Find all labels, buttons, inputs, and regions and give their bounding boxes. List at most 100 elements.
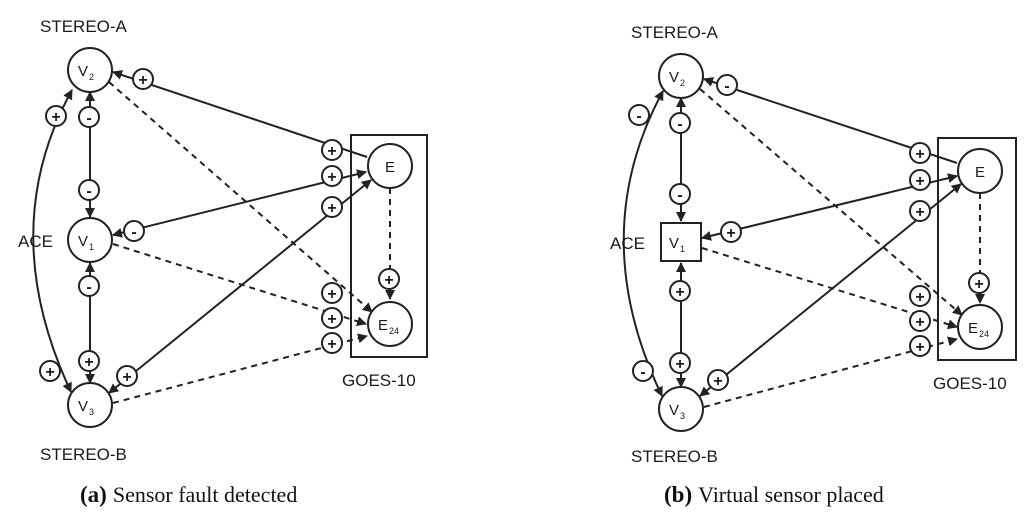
e24-sub: 24 — [389, 326, 399, 336]
sign-glyph: - — [636, 108, 641, 125]
label-stereo-b: STEREO-B — [40, 445, 127, 464]
sign-glyph: - — [677, 116, 682, 133]
sign-glyph: + — [84, 354, 93, 371]
panel-b: V 2 V 1 V 3 E E 24 STEREO-A ACE STEREO-B… — [610, 23, 1017, 507]
sign-glyph: - — [131, 224, 136, 241]
sign-badge: + — [321, 196, 343, 218]
sign-badge: - — [78, 106, 100, 128]
sign-glyph: + — [327, 336, 336, 353]
sign-badge: - — [716, 74, 738, 96]
e24-node-shape — [957, 304, 1003, 350]
caption-b: (b)Virtual sensor placed — [664, 482, 884, 507]
node-e24: E 24 — [367, 301, 413, 347]
v1-node-shape — [660, 222, 702, 262]
e-node-shape — [957, 148, 1003, 194]
panel-a: V 2 V 1 V 3 E E 24 STEREO-A ACE STEREO-B… — [18, 17, 428, 507]
label-goes-10: GOES-10 — [342, 371, 416, 390]
label-stereo-a: STEREO-A — [631, 23, 719, 42]
sign-badge: + — [909, 200, 931, 222]
sign-glyph: - — [640, 364, 645, 381]
sign-glyph: + — [327, 286, 336, 303]
sign-badge: + — [968, 272, 990, 294]
goes-10-box — [350, 134, 428, 358]
sign-badge: - — [628, 104, 650, 126]
sign-badge: + — [909, 310, 931, 332]
sign-badge: + — [321, 332, 343, 354]
sign-badge: + — [909, 142, 931, 164]
v3-main: V — [78, 398, 88, 415]
sign-glyph: - — [86, 183, 91, 200]
sign-glyph: + — [327, 200, 336, 217]
v2-main: V — [78, 63, 88, 80]
sign-glyph: - — [724, 78, 729, 95]
sign-glyph: - — [86, 110, 91, 127]
sign-badge: - — [669, 112, 691, 134]
v3-main: V — [669, 402, 679, 419]
sign-badge: + — [909, 285, 931, 307]
sign-glyph: + — [915, 314, 924, 331]
e24-main: E — [968, 320, 978, 337]
v2-main: V — [669, 69, 679, 86]
v2-node-shape — [67, 47, 113, 93]
v1-main: V — [78, 233, 88, 250]
sign-badge: + — [116, 365, 138, 387]
v3-node-shape — [658, 386, 704, 432]
sign-glyph: + — [51, 109, 60, 126]
label-ace: ACE — [18, 232, 53, 251]
node-v2: V 2 — [658, 53, 704, 99]
e-main: E — [385, 159, 395, 176]
e24-main: E — [378, 317, 388, 334]
sign-glyph: + — [915, 173, 924, 190]
sign-glyph: + — [675, 284, 684, 301]
sign-glyph: - — [86, 279, 91, 296]
edge-v2-v3-arc — [622, 90, 664, 397]
edge-v2-e24 — [108, 81, 373, 313]
sign-badge: - — [669, 183, 691, 205]
sign-glyph: + — [915, 339, 924, 356]
v1-main: V — [669, 235, 679, 252]
sign-glyph: + — [675, 356, 684, 373]
v3-sub: 3 — [89, 407, 94, 417]
sign-glyph: + — [974, 276, 983, 293]
node-v2: V 2 — [67, 47, 113, 93]
sign-badge: + — [378, 268, 400, 290]
sign-badge: - — [78, 275, 100, 297]
v2-sub: 2 — [680, 78, 685, 88]
node-v1: V 1 — [660, 222, 702, 262]
node-e: E — [957, 148, 1003, 194]
v1-sub: 1 — [89, 242, 94, 252]
sign-glyph: + — [713, 373, 722, 390]
node-v3: V 3 — [658, 386, 704, 432]
e-main: E — [975, 164, 985, 181]
label-stereo-a: STEREO-A — [40, 17, 128, 36]
v3-node-shape — [67, 382, 113, 428]
label-goes-10: GOES-10 — [933, 374, 1007, 393]
sign-glyph: + — [915, 289, 924, 306]
sign-badge: + — [909, 335, 931, 357]
sign-glyph: - — [677, 187, 682, 204]
sign-glyph: + — [384, 272, 393, 289]
caption-b-text: Virtual sensor placed — [698, 482, 884, 507]
sign-badge: + — [321, 139, 343, 161]
v1-node-shape — [67, 217, 113, 263]
sign-badge: - — [78, 179, 100, 201]
sign-badge: + — [321, 282, 343, 304]
e24-sub: 24 — [979, 329, 989, 339]
node-e24: E 24 — [957, 304, 1003, 350]
v1-sub: 1 — [680, 244, 685, 254]
sign-glyph: + — [726, 225, 735, 242]
sign-badge: + — [707, 369, 729, 391]
sign-glyph: + — [138, 72, 147, 89]
sign-badge: + — [78, 350, 100, 372]
node-v1: V 1 — [67, 217, 113, 263]
node-e: E — [367, 143, 413, 189]
sign-badge: + — [321, 307, 343, 329]
sign-badge: + — [321, 165, 343, 187]
sign-glyph: + — [327, 311, 336, 328]
sign-badge: + — [39, 360, 61, 382]
sign-badge: + — [720, 221, 742, 243]
sign-badge: + — [45, 105, 67, 127]
sign-badge: + — [669, 352, 691, 374]
caption-a: (a)Sensor fault detected — [80, 482, 297, 507]
